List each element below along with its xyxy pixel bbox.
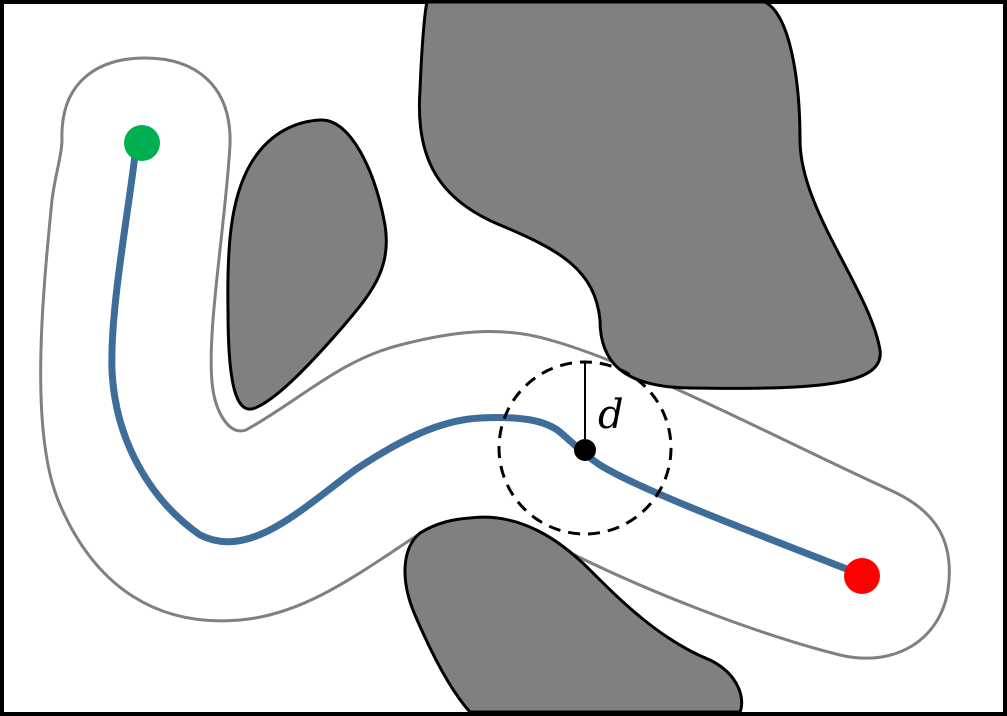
probe-center-dot: [574, 439, 596, 461]
obstacle-left: [226, 118, 388, 411]
planned-path: [108, 151, 866, 579]
goal-marker: [844, 558, 880, 594]
obstacle-top-right: [417, 0, 882, 390]
clearance-label: d: [598, 392, 624, 438]
path-corridor: [39, 56, 951, 660]
start-marker: [124, 125, 160, 161]
obstacle-bottom: [403, 515, 744, 714]
